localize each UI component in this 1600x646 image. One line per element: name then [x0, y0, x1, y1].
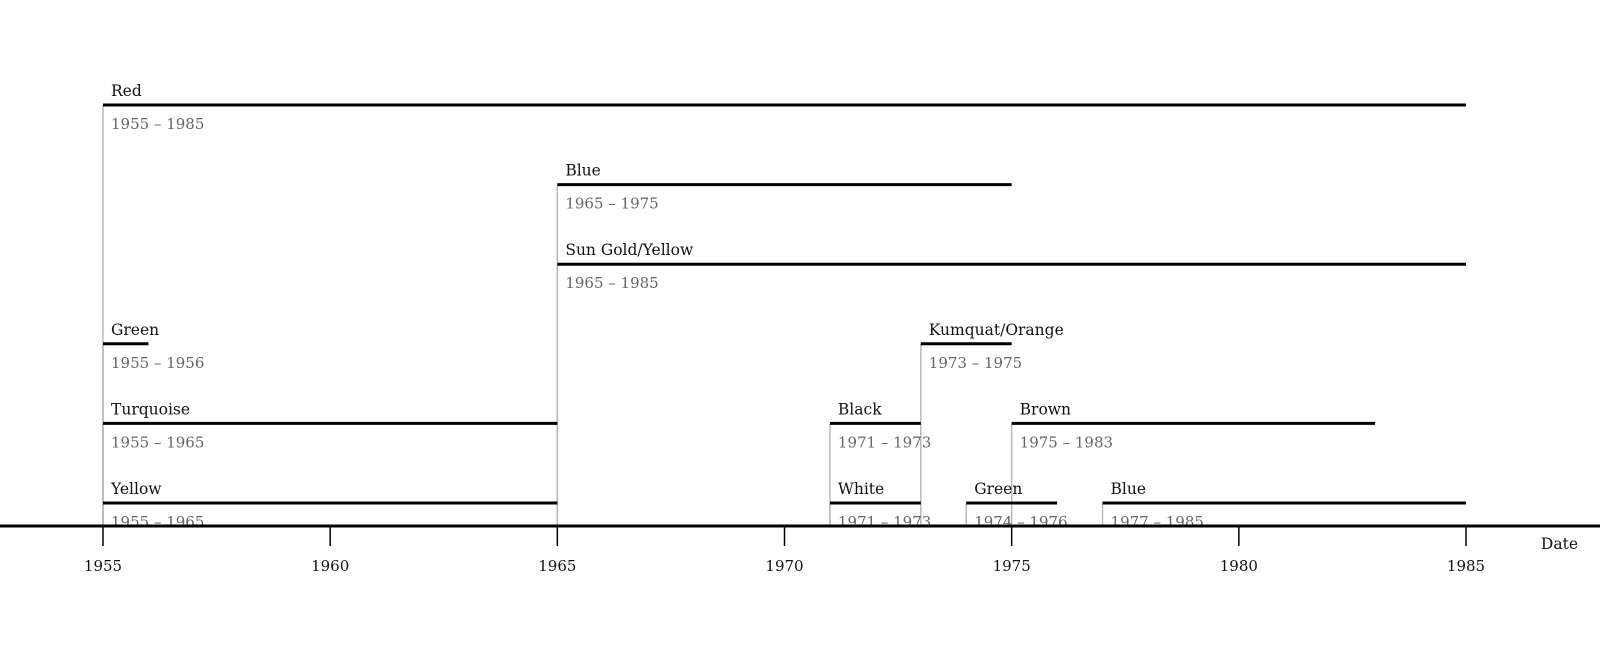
bar-name-brown-7: Brown	[1020, 400, 1071, 418]
bar-range-kumquat-orange-4: 1973 – 1975	[929, 354, 1022, 372]
bar-range-red-0: 1955 – 1985	[111, 115, 204, 133]
timeline-bar-blue-1: Blue 1965 – 1975	[557, 162, 1012, 213]
bar-name-white-9: White	[838, 480, 884, 498]
bar-range-yellow-8: 1955 – 1965	[111, 513, 204, 531]
x-axis-title: Date	[1541, 535, 1578, 553]
timeline-bar-red-0: Red 1955 – 1985	[103, 82, 1466, 133]
connector-lines	[102, 105, 1104, 526]
x-tick-label-1960: 1960	[311, 557, 349, 575]
timeline-bar-green-10: Green 1974 – 1976	[966, 480, 1068, 531]
bar-name-yellow-8: Yellow	[110, 480, 162, 498]
bar-name-sun-gold-yellow-2: Sun Gold/Yellow	[565, 241, 694, 259]
bar-name-blue-1: Blue	[565, 162, 601, 180]
timeline-bar-brown-7: Brown 1975 – 1983	[1011, 400, 1376, 451]
x-axis: Date 1955 1960 1965 1970 1975 1980 1985	[0, 524, 1600, 575]
bar-range-sun-gold-yellow-2: 1965 – 1985	[565, 274, 658, 292]
bar-range-blue-11: 1977 – 1985	[1111, 513, 1204, 531]
timeline-bar-green-3: Green 1955 – 1956	[103, 321, 204, 372]
timeline-bar-sun-gold-yellow-2: Sun Gold/Yellow 1965 – 1985	[557, 241, 1466, 292]
x-tick-label-1985: 1985	[1447, 557, 1485, 575]
bar-name-black-6: Black	[838, 400, 882, 418]
bar-name-green-10: Green	[974, 480, 1022, 498]
bar-name-turquoise-5: Turquoise	[111, 400, 190, 418]
bar-range-blue-1: 1965 – 1975	[565, 195, 658, 213]
bar-range-green-10: 1974 – 1976	[974, 513, 1067, 531]
bar-name-kumquat-orange-4: Kumquat/Orange	[929, 321, 1064, 339]
bar-range-turquoise-5: 1955 – 1965	[111, 433, 204, 451]
bar-range-black-6: 1971 – 1973	[838, 433, 931, 451]
x-tick-label-1975: 1975	[993, 557, 1031, 575]
timeline-bar-yellow-8: Yellow 1955 – 1965	[103, 480, 558, 531]
bar-range-green-3: 1955 – 1956	[111, 354, 204, 372]
timeline-bar-white-9: White 1971 – 1973	[829, 480, 931, 531]
timeline-bar-blue-11: Blue 1977 – 1985	[1102, 480, 1466, 531]
bar-name-green-3: Green	[111, 321, 159, 339]
x-tick-label-1980: 1980	[1220, 557, 1258, 575]
bar-name-blue-11: Blue	[1111, 480, 1147, 498]
bar-name-red-0: Red	[111, 82, 142, 100]
bar-range-brown-7: 1975 – 1983	[1020, 433, 1113, 451]
timeline-bar-turquoise-5: Turquoise 1955 – 1965	[103, 400, 558, 451]
x-tick-label-1970: 1970	[765, 557, 803, 575]
timeline-bar-kumquat-orange-4: Kumquat/Orange 1973 – 1975	[920, 321, 1064, 372]
timeline-bar-black-6: Black 1971 – 1973	[829, 400, 931, 451]
x-tick-label-1965: 1965	[538, 557, 576, 575]
bar-range-white-9: 1971 – 1973	[838, 513, 931, 531]
x-tick-label-1955: 1955	[84, 557, 122, 575]
